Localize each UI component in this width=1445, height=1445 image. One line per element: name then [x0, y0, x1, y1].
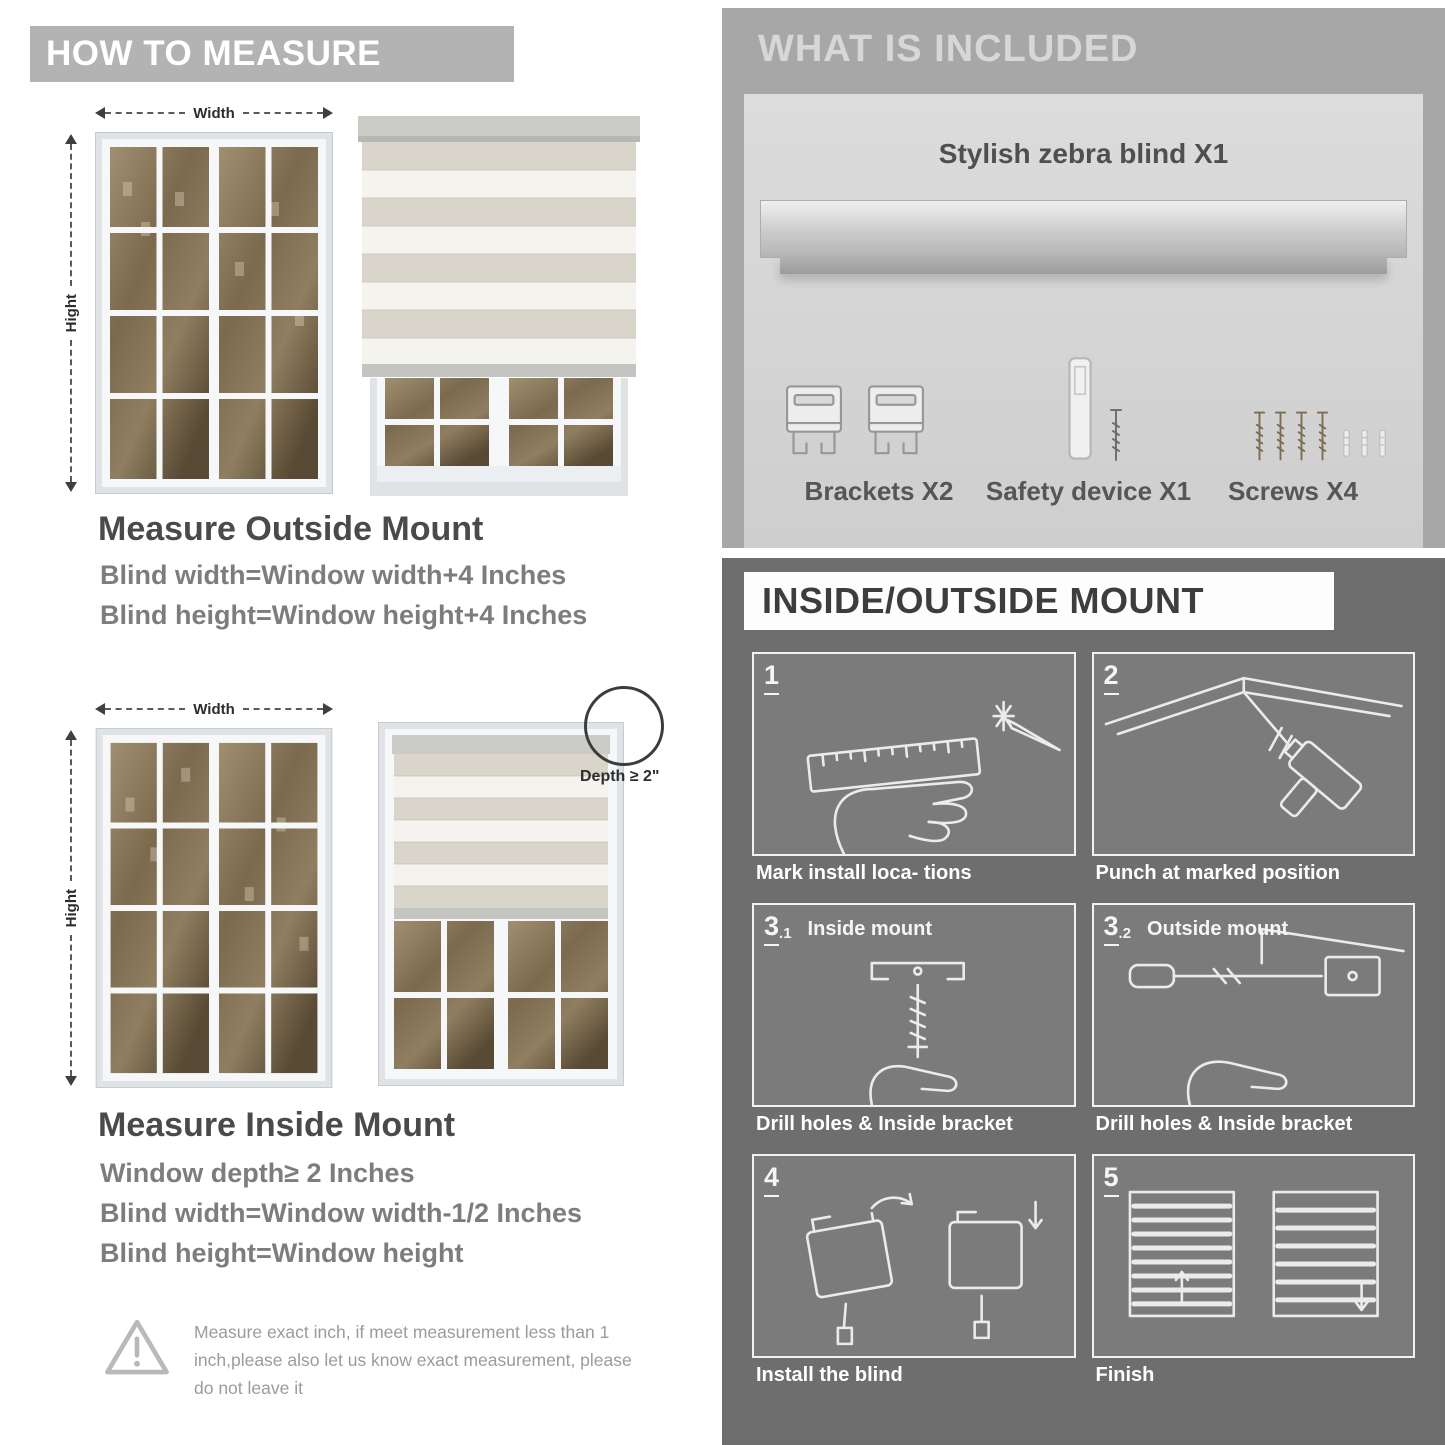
mount-steps-grid: 1 [752, 652, 1415, 1393]
how-to-measure-title: HOW TO MEASURE [46, 34, 381, 73]
arrow-down-icon [65, 482, 77, 493]
window-inside-illustration [95, 728, 333, 1088]
height-label: Hight [62, 293, 80, 333]
arrow-down-icon [65, 1076, 77, 1087]
arrow-up-icon [65, 134, 77, 144]
step-5-panel: 5 [1091, 1154, 1415, 1358]
step-3-1: 3 .1 Inside mount [752, 903, 1076, 1142]
arrow-right-icon [323, 107, 334, 119]
depth-callout-circle [584, 686, 664, 766]
screw-icon [1253, 411, 1266, 461]
screws-row [1252, 408, 1330, 464]
inside-bracket-illustration [869, 961, 965, 1105]
mount-section-header: INSIDE/OUTSIDE MOUNT [744, 572, 1334, 630]
brackets-label: Brackets X2 [804, 476, 954, 506]
screw-icon [1110, 409, 1122, 461]
step-3-2-caption: Drill holes & Inside bracket [1095, 1113, 1353, 1135]
screw-icon [1316, 411, 1329, 461]
mount-section-title: INSIDE/OUTSIDE MOUNT [762, 580, 1205, 621]
arrow-right-icon [323, 703, 334, 715]
wall-anchor-icon [1343, 429, 1350, 457]
step-3-2: 3 .2 Outside mount [1091, 903, 1415, 1142]
step-3-2-panel: 3 .2 Outside mount [1091, 903, 1415, 1107]
arrow-left-icon [95, 107, 105, 119]
mount-instructions-section: INSIDE/OUTSIDE MOUNT 1 [722, 558, 1445, 1445]
step-1-number: 1 [764, 662, 795, 695]
right-column: WHAT IS INCLUDED Stylish zebra blind X1 [722, 0, 1445, 1445]
arrow-left-icon [95, 703, 105, 715]
step-2: 2 [1091, 652, 1415, 891]
step-4-caption: Install the blind [756, 1364, 903, 1386]
screw-icon [1274, 411, 1287, 461]
warning-triangle-icon [105, 1319, 169, 1375]
how-to-measure-header: HOW TO MEASURE [30, 26, 514, 82]
safety-device-icon [1068, 357, 1092, 460]
step-3-1-title: Inside mount [807, 918, 932, 940]
inside-formula-width: Blind width=Window width-1/2 Inches [100, 1198, 583, 1228]
step-3-1-number: 3 .1 Inside mount [764, 913, 932, 946]
outside-formula-width: Blind width=Window width+4 Inches [100, 560, 567, 590]
step-3-1-panel: 3 .1 Inside mount [752, 903, 1076, 1107]
step-1: 1 [752, 652, 1076, 891]
outside-formula-height: Blind height=Window height+4 Inches [100, 600, 588, 630]
arrow-up-icon [65, 730, 77, 740]
blind-headrail-illustration [760, 200, 1407, 258]
height-arrow-inside: Hight [62, 730, 80, 1087]
finished-blinds-illustration [1128, 1190, 1379, 1318]
step-3-2-title: Outside mount [1147, 918, 1289, 940]
safety-device-label: Safety device X1 [985, 476, 1192, 506]
step-3-2-number: 3 .2 Outside mount [1103, 913, 1289, 946]
step-2-panel: 2 [1091, 652, 1415, 856]
width-arrow: Width [95, 104, 334, 122]
width-label: Width [193, 104, 235, 122]
step-4-panel: 4 [752, 1154, 1076, 1358]
included-panel: Stylish zebra blind X1 [744, 94, 1423, 548]
height-arrow: Hight [62, 134, 80, 493]
step-2-number: 2 [1103, 662, 1135, 695]
drill-position-illustration [1104, 676, 1403, 818]
how-to-measure-section: HOW TO MEASURE Width Hight [0, 0, 700, 1445]
step-4-number: 4 [764, 1164, 795, 1197]
included-items-row [778, 334, 1389, 464]
blind-outside-illustration [358, 116, 640, 496]
outside-bracket-illustration [1128, 927, 1405, 1105]
mark-location-illustration [806, 700, 1061, 854]
step-1-caption: Mark install loca- tions [756, 862, 972, 884]
step-1-panel: 1 [752, 652, 1076, 856]
brackets-illustration [778, 380, 932, 464]
width-label-inside: Width [193, 700, 235, 718]
bracket-icon [786, 385, 842, 455]
height-label-inside: Hight [62, 888, 80, 928]
wall-anchor-icon [1379, 429, 1386, 457]
blind-inside-illustration [378, 722, 624, 1086]
measure-inside-title: Measure Inside Mount [98, 1106, 456, 1144]
zebra-blind-label: Stylish zebra blind X1 [938, 138, 1229, 169]
warning-note: Measure exact inch, if meet measurement … [100, 1314, 660, 1402]
anchors-row [1340, 426, 1389, 464]
inside-formula-depth: Window depth≥ 2 Inches [100, 1158, 415, 1188]
what-is-included-header: WHAT IS INCLUDED [758, 28, 1139, 70]
warning-text: Measure exact inch, if meet measurement … [194, 1322, 632, 1398]
step-5-caption: Finish [1095, 1364, 1155, 1386]
step-5: 5 [1091, 1154, 1415, 1393]
step-4: 4 [752, 1154, 1076, 1393]
screws-illustration [1252, 408, 1389, 464]
depth-label: Depth ≥ 2" [580, 768, 660, 785]
safety-device-illustration [1060, 354, 1124, 464]
window-outside-illustration [95, 132, 333, 494]
screws-label: Screws X4 [1227, 476, 1359, 506]
bracket-icon [868, 385, 924, 455]
step-2-caption: Punch at marked position [1095, 862, 1340, 884]
inside-formula-height: Blind height=Window height [100, 1238, 464, 1268]
wall-anchor-icon [1361, 429, 1368, 457]
screw-icon [1295, 411, 1308, 461]
what-is-included-section: WHAT IS INCLUDED Stylish zebra blind X1 [722, 8, 1445, 548]
included-item-labels: Brackets X2 Safety device X1 Screws X4 [774, 476, 1393, 507]
blind-headrail-lip [780, 257, 1387, 274]
install-blind-illustration [805, 1192, 1043, 1346]
step-5-number: 5 [1103, 1164, 1135, 1197]
step-3-1-caption: Drill holes & Inside bracket [756, 1113, 1013, 1135]
width-arrow-inside: Width [95, 700, 334, 718]
measure-outside-title: Measure Outside Mount [98, 510, 484, 548]
